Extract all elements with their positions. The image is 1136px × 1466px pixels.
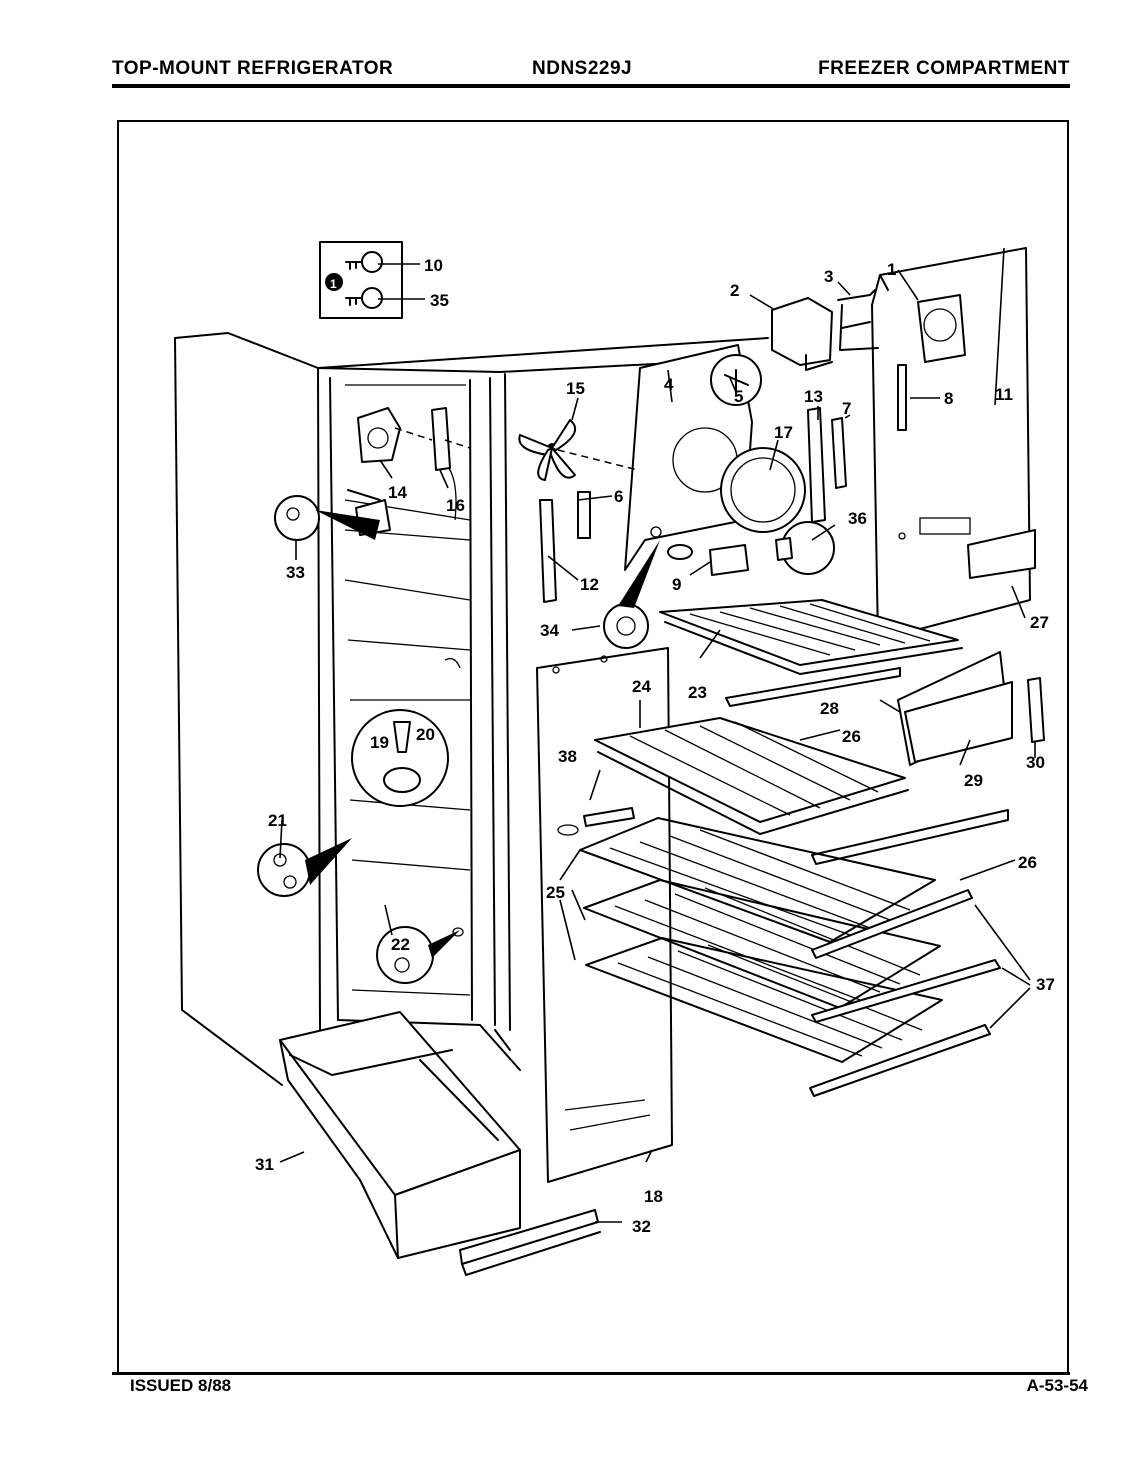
header-model-type: TOP-MOUNT REFRIGERATOR (112, 58, 394, 79)
callout-23: 23 (688, 683, 707, 702)
fan-blade (518, 419, 639, 481)
header-section: FREEZER COMPARTMENT (818, 58, 1070, 79)
callout-32: 32 (632, 1217, 651, 1236)
upper-shelf (659, 599, 963, 675)
issued-date: ISSUED 8/88 (130, 1376, 232, 1395)
evaporator-cover (871, 247, 1036, 641)
callout-26a: 26 (842, 727, 861, 746)
callout-17: 17 (774, 423, 793, 442)
callout-10: 10 (424, 256, 443, 275)
callout-38: 38 (558, 747, 577, 766)
crisper-bin (279, 1011, 601, 1276)
callout-11: 11 (995, 385, 1013, 404)
callout-1: 1 (887, 260, 896, 279)
callout-20: 20 (416, 725, 435, 744)
callout-8: 8 (944, 389, 953, 408)
leader-lines (279, 247, 1036, 1223)
callout-6: 6 (614, 487, 623, 506)
callout-33: 33 (286, 563, 305, 582)
callout-27: 27 (1030, 613, 1049, 632)
callout-4: 4 (664, 375, 674, 394)
detail-bubbles (257, 495, 660, 984)
callout-25: 25 (546, 883, 565, 902)
callout-7: 7 (842, 399, 851, 418)
header-rule (112, 84, 1070, 88)
callout-15: 15 (566, 379, 585, 398)
callout-29: 29 (964, 771, 983, 790)
callout-5: 5 (734, 387, 743, 406)
page-code: A-53-54 (1026, 1376, 1088, 1395)
inset-marker: 1 (330, 277, 337, 291)
shelf-supports (809, 889, 1001, 1097)
diagram-frame (117, 120, 1069, 1372)
callout-24: 24 (632, 677, 651, 696)
callout-26b: 26 (1018, 853, 1037, 872)
callout-16: 16 (446, 496, 465, 515)
header-model-number: NDNS229J (532, 58, 633, 79)
callout-30: 30 (1026, 753, 1045, 772)
callout-28: 28 (820, 699, 839, 718)
wire-shelves (579, 817, 943, 1063)
top-brackets (771, 289, 966, 431)
small-brackets (539, 407, 847, 603)
callout-12: 12 (580, 575, 599, 594)
key-inset: 1 (319, 241, 403, 319)
shelf-rails (583, 667, 1009, 865)
callout-19: 19 (370, 733, 389, 752)
door-bin (897, 651, 1045, 766)
callout-13: 13 (804, 387, 823, 406)
wall-parts (355, 407, 471, 536)
callout-21: 21 (268, 811, 287, 830)
callout-14: 14 (388, 483, 407, 502)
callout-36: 36 (848, 509, 867, 528)
callout-labels: 1 2 3 4 5 6 7 8 9 10 11 12 13 14 15 16 1… (255, 256, 1055, 1236)
callout-35: 35 (430, 291, 449, 310)
callout-37: 37 (1036, 975, 1055, 994)
callout-18: 18 (644, 1187, 663, 1206)
control-assembly (624, 344, 835, 576)
middle-shelf (594, 717, 909, 835)
callout-2: 2 (730, 281, 739, 300)
callout-31: 31 (255, 1155, 274, 1174)
callout-22: 22 (391, 935, 410, 954)
callout-34: 34 (540, 621, 559, 640)
cabinet (174, 332, 769, 1086)
callout-3: 3 (824, 267, 833, 286)
footer-rule (112, 1372, 1070, 1375)
callout-9: 9 (672, 575, 681, 594)
